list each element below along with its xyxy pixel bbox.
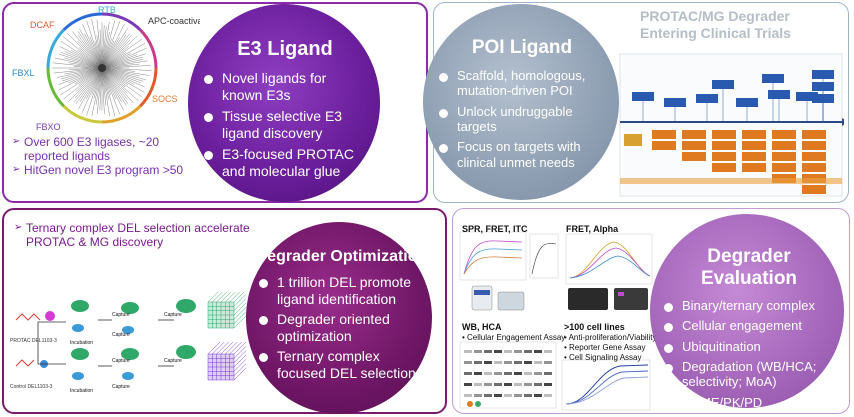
- scheme-label: Incubation: [70, 388, 93, 394]
- scheme-label: Incubation: [70, 340, 93, 346]
- degrader-optimization-circle: Degrader Optimization 1 trillion DEL pro…: [246, 222, 432, 414]
- e3-note-ligases: Over 600 E3 ligases, ~20 reported ligand…: [12, 135, 192, 164]
- degrader-optimization-panel: [2, 208, 447, 414]
- tree-label-dcaf: DCAF: [30, 20, 55, 30]
- evaluation-bullet: Binary/ternary complex: [660, 298, 838, 313]
- e3-bullet: Novel ligands for known E3s: [200, 70, 370, 103]
- binding-assay-figures: [459, 231, 653, 311]
- evaluation-bullet: Cellular engagement: [660, 318, 838, 333]
- cell-lines-label: >100 cell lines: [564, 322, 625, 332]
- degrader-evaluation-title: Degrader Evaluation: [700, 246, 798, 289]
- optimization-bullet: Ternary complex focused DEL selection: [255, 348, 428, 381]
- degrader-evaluation-bullets: Binary/ternary complex Cellular engageme…: [660, 298, 838, 410]
- tree-label-socs: SOCS: [152, 94, 178, 104]
- e3-note-program: HitGen novel E3 program >50: [12, 163, 192, 178]
- e3-ligand-circle: E3 Ligand Novel ligands for known E3s Ti…: [188, 4, 380, 202]
- wb-hca-item: • Cellular Engagement Assay: [462, 333, 566, 342]
- scheme-label: Capture: [164, 312, 182, 318]
- e3-notes-list: Over 600 E3 ligases, ~20 reported ligand…: [12, 135, 192, 178]
- e3-bullet: Tissue selective E3 ligand discovery: [200, 108, 370, 141]
- poi-bullet: Focus on targets with clinical unmet nee…: [435, 139, 609, 170]
- optimization-bullet: 1 trillion DEL promote ligand identifica…: [255, 274, 428, 307]
- clinical-trials-timeline-figure: [619, 53, 844, 197]
- evaluation-bullet: ADME/PK/PD: [660, 395, 838, 410]
- cell-assay-figures: [459, 341, 651, 411]
- scheme-label: Capture: [112, 332, 130, 338]
- poi-ligand-title: POI Ligand: [471, 37, 573, 58]
- clinical-trials-figure-title: PROTAC/MG Degrader Entering Clinical Tri…: [640, 8, 791, 41]
- e3-ligand-bullets: Novel ligands for known E3s Tissue selec…: [200, 70, 370, 179]
- poi-ligand-bullets: Scaffold, homologous, mutation-driven PO…: [435, 68, 609, 170]
- del-selection-scheme: PROTAC DEL1103-3 Control DEL1103-3 Incub…: [10, 292, 247, 394]
- scheme-label-protac: PROTAC DEL1103-3: [10, 338, 57, 344]
- optimization-bullet: Degrader oriented optimization: [255, 311, 428, 344]
- fret-alpha-label: FRET, Alpha: [566, 224, 619, 234]
- poi-bullet: Unlock undruggable targets: [435, 104, 609, 135]
- degrader-optimization-bullets: 1 trillion DEL promote ligand identifica…: [255, 274, 428, 381]
- cell-assay-item: • Cell Signaling Assay: [564, 353, 642, 362]
- evaluation-bullet: Degradation (WB/HCA; selectivity; MoA): [660, 359, 838, 390]
- degrader-evaluation-panel: [452, 208, 850, 414]
- optimization-notes-list: Ternary complex DEL selection accelerate…: [14, 221, 264, 250]
- optimization-note: Ternary complex DEL selection accelerate…: [14, 221, 264, 250]
- scheme-label: Capture: [112, 384, 130, 390]
- tree-label-fbxl: FBXL: [12, 68, 35, 78]
- spr-fret-itc-label: SPR, FRET, ITC: [462, 224, 528, 234]
- tree-label-fbxo: FBXO: [36, 122, 61, 132]
- wb-hca-label: WB, HCA: [462, 322, 502, 332]
- scheme-label: Capture: [112, 358, 130, 364]
- poi-bullet: Scaffold, homologous, mutation-driven PO…: [435, 68, 609, 99]
- tree-label-rtb: RTB: [98, 6, 116, 15]
- poi-ligand-circle: POI Ligand Scaffold, homologous, mutatio…: [423, 4, 619, 200]
- cell-assay-item: • Reporter Gene Assay: [564, 343, 646, 352]
- scheme-label: Capture: [164, 358, 182, 364]
- scheme-label-control: Control DEL1103-3: [10, 384, 53, 390]
- scheme-label: Capture: [112, 312, 130, 318]
- cell-assay-item: • Anti-proliferation/Viability: [564, 333, 657, 342]
- evaluation-bullet: Ubiquitination: [660, 339, 838, 354]
- e3-bullet: E3-focused PROTAC and molecular glue: [200, 146, 370, 179]
- degrader-optimization-title: Degrader Optimization: [255, 248, 428, 265]
- e3-ligand-title: E3 Ligand: [237, 38, 333, 60]
- e3-ligase-phylogenetic-tree: DCAF RTB APC-coactivator FBXL SOCS FBXO: [12, 6, 200, 132]
- tree-label-apc: APC-coactivator: [148, 16, 200, 26]
- degrader-evaluation-circle: Degrader Evaluation Binary/ternary compl…: [650, 214, 844, 410]
